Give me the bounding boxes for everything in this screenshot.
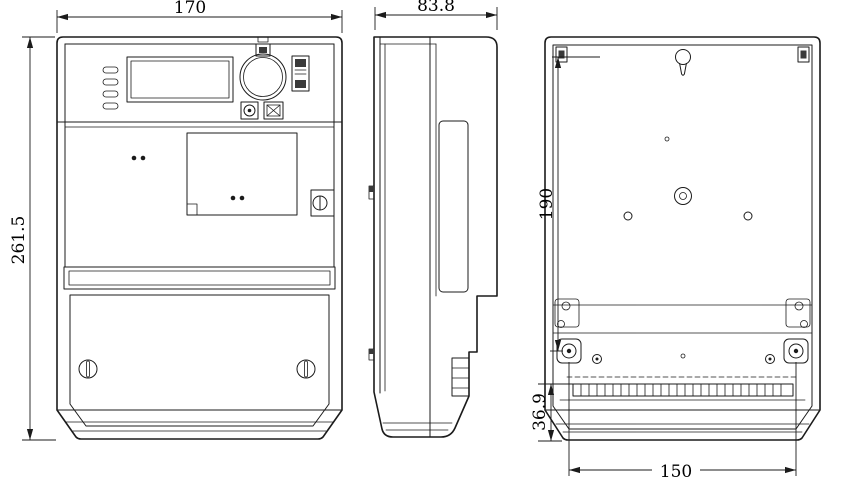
mount-hole-right bbox=[743, 211, 753, 221]
base-screw-left bbox=[592, 354, 602, 364]
dimension-terminal-cover-height: 36.9 bbox=[530, 383, 573, 442]
seal-dial bbox=[239, 36, 287, 101]
dimension-mount-horizontal: 150 bbox=[568, 362, 797, 482]
separator-band bbox=[63, 266, 336, 290]
side-view bbox=[368, 36, 498, 438]
back-inner-outline bbox=[552, 44, 813, 430]
dimension-front-width: 170 bbox=[56, 0, 343, 33]
panel-dot bbox=[140, 155, 146, 161]
terminal-screw-left bbox=[78, 359, 98, 379]
side-terminal-block bbox=[451, 357, 470, 397]
side-cover-profile bbox=[438, 120, 469, 293]
back-view bbox=[544, 36, 821, 441]
small-hole bbox=[664, 136, 670, 142]
terminal-strip bbox=[559, 383, 806, 401]
bracket-right bbox=[785, 298, 811, 328]
center-boss bbox=[674, 187, 692, 205]
terminal-screw-right bbox=[296, 359, 316, 379]
mount-hole-left bbox=[623, 211, 633, 221]
dim-mount-vertical-label: 190 bbox=[537, 188, 557, 220]
back-case-outline bbox=[544, 36, 821, 441]
push-button bbox=[240, 101, 259, 120]
dim-terminal-cover-height-label: 36.9 bbox=[530, 393, 550, 431]
connector-block bbox=[291, 55, 310, 92]
indicator-bars bbox=[102, 66, 119, 110]
nameplate-panel bbox=[186, 132, 298, 216]
side-clip-lower bbox=[368, 348, 375, 361]
dimension-mount-vertical: 190 bbox=[537, 56, 600, 352]
small-hole bbox=[680, 353, 686, 359]
side-seal-screw bbox=[310, 189, 335, 217]
panel-dot bbox=[131, 155, 137, 161]
front-case-outline bbox=[56, 36, 343, 440]
side-profile-outline bbox=[373, 36, 498, 438]
side-clip-upper bbox=[368, 185, 375, 200]
lcd-display bbox=[126, 56, 234, 103]
dimension-overall-height: 261.5 bbox=[9, 36, 56, 441]
corner-tab-left bbox=[555, 46, 568, 63]
dim-front-width-label: 170 bbox=[174, 0, 206, 18]
ir-port bbox=[263, 101, 284, 120]
keyhole-hanger bbox=[675, 49, 691, 76]
dimension-side-depth: 83.8 bbox=[374, 0, 498, 30]
bracket-left bbox=[554, 298, 580, 328]
dim-overall-height-label: 261.5 bbox=[9, 216, 29, 265]
dim-side-depth-label: 83.8 bbox=[417, 0, 455, 16]
base-screw-right bbox=[765, 354, 775, 364]
front-view bbox=[56, 36, 343, 440]
dim-mount-horizontal-label: 150 bbox=[660, 462, 692, 482]
fixing-hook-right bbox=[783, 338, 809, 364]
corner-tab-right bbox=[797, 46, 810, 63]
terminal-cover bbox=[56, 294, 343, 432]
